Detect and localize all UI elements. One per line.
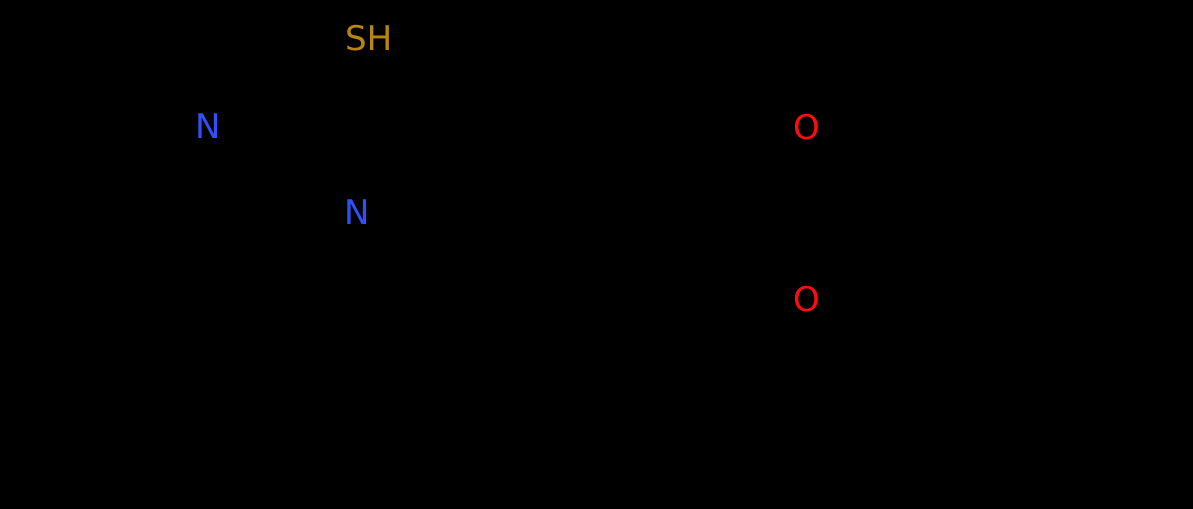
atom-nitrogen-2: N xyxy=(344,193,370,233)
atom-nitrogen-1: N xyxy=(195,107,221,147)
atom-thiol-sh: SH xyxy=(345,19,393,59)
atom-oxygen-2: O xyxy=(793,280,820,320)
atom-oxygen-1: O xyxy=(793,108,820,148)
